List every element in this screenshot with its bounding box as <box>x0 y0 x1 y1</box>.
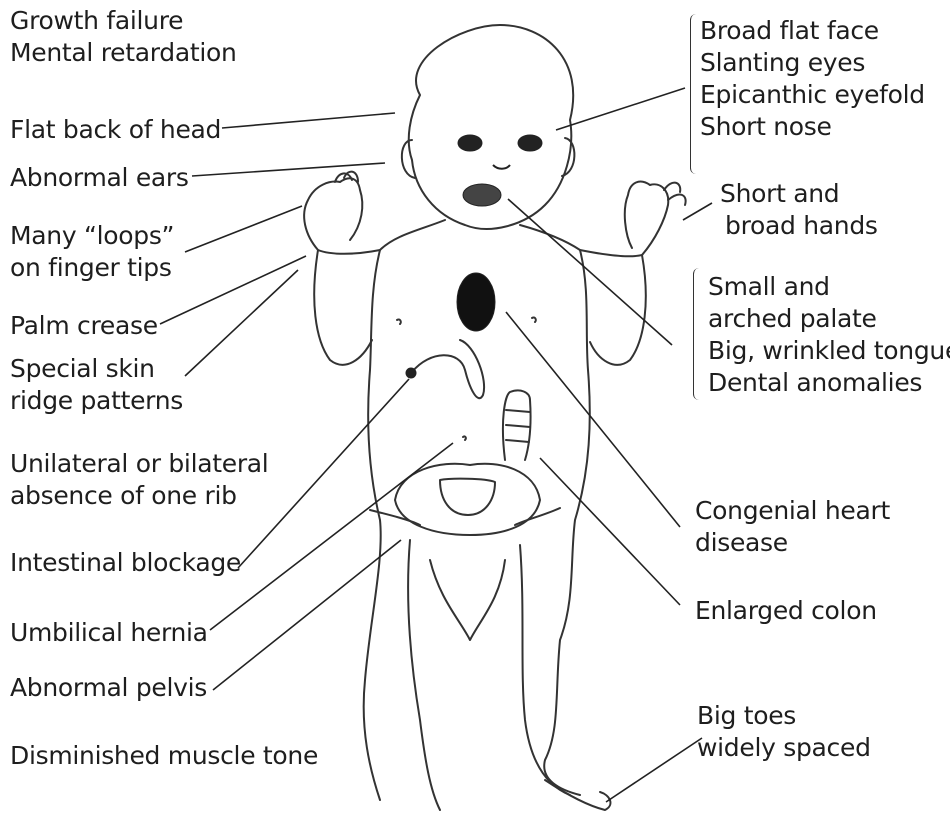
heart <box>457 273 495 331</box>
right-arm <box>580 250 646 365</box>
label-special-skin-line2: ridge patterns <box>10 385 183 417</box>
left-eye <box>458 135 482 151</box>
label-mental-retardation: Mental retardation <box>10 37 237 69</box>
label-muscle-tone: Disminished muscle tone <box>10 740 318 772</box>
label-heart-line2: disease <box>695 527 890 559</box>
label-abnormal-ears: Abnormal ears <box>10 162 189 194</box>
leader-hands <box>683 203 712 220</box>
label-rib-line2: absence of one rib <box>10 480 268 512</box>
label-many-loops: Many “loops” on finger tips <box>10 220 174 284</box>
navel <box>463 436 466 440</box>
leader-palm-crease <box>160 256 306 324</box>
label-many-loops-line1: Many “loops” <box>10 220 174 252</box>
label-growth-mental: Growth failure Mental retardation <box>10 5 237 69</box>
label-short-nose: Short nose <box>700 111 925 143</box>
right-leg <box>520 545 570 795</box>
label-big-wrinkled-tongue: Big, wrinkled tongue <box>708 335 950 367</box>
label-hands-line2: broad hands <box>720 210 878 242</box>
label-arched-palate: arched palate <box>708 303 950 335</box>
label-heart-line1: Congenial heart <box>695 495 890 527</box>
right-eye <box>518 135 542 151</box>
label-special-skin-line1: Special skin <box>10 353 183 385</box>
label-toes-line2: widely spaced <box>697 732 871 764</box>
colon-rings <box>506 410 530 442</box>
leader-tongue <box>508 199 672 345</box>
label-enlarged-colon: Enlarged colon <box>695 595 877 627</box>
pelvis-inner <box>440 479 495 515</box>
label-many-loops-line2: on finger tips <box>10 252 174 284</box>
label-hands-line1: Short and <box>720 178 878 210</box>
nose <box>493 165 510 169</box>
leader-flat-back <box>222 113 395 128</box>
mouth-tongue <box>463 184 501 206</box>
leader-loops <box>185 206 302 252</box>
label-intestinal-blockage: Intestinal blockage <box>10 547 241 579</box>
label-toes-line1: Big toes <box>697 700 871 732</box>
label-umbilical-hernia: Umbilical hernia <box>10 617 208 649</box>
right-hand <box>625 182 668 255</box>
leader-colon <box>540 458 680 605</box>
left-leg <box>408 540 440 810</box>
face-bracket <box>690 14 697 174</box>
label-small-and: Small and <box>708 271 950 303</box>
label-toes: Big toes widely spaced <box>697 700 871 764</box>
label-slanting-eyes: Slanting eyes <box>700 47 925 79</box>
label-face-features: Broad flat face Slanting eyes Epicanthic… <box>700 15 925 143</box>
leader-heart <box>506 312 680 527</box>
label-heart: Congenial heart disease <box>695 495 890 559</box>
label-growth-failure: Growth failure <box>10 5 237 37</box>
leader-face <box>556 88 685 130</box>
intestine <box>412 340 484 398</box>
label-rib: Unilateral or bilateral absence of one r… <box>10 448 268 512</box>
leg-inner <box>430 560 505 640</box>
intestine-blockage-dot <box>406 368 416 378</box>
mouth-bracket <box>693 268 700 400</box>
label-broad-flat-face: Broad flat face <box>700 15 925 47</box>
label-epicanthic-eyefold: Epicanthic eyefold <box>700 79 925 111</box>
label-dental-anomalies: Dental anomalies <box>708 367 950 399</box>
label-rib-line1: Unilateral or bilateral <box>10 448 268 480</box>
label-palm-crease: Palm crease <box>10 310 158 342</box>
label-abnormal-pelvis: Abnormal pelvis <box>10 672 207 704</box>
left-hand <box>304 178 362 250</box>
label-mouth-features: Small and arched palate Big, wrinkled to… <box>708 271 950 399</box>
torso-outline <box>364 220 445 800</box>
label-hands: Short and broad hands <box>720 178 878 242</box>
label-special-skin: Special skin ridge patterns <box>10 353 183 417</box>
label-flat-back-of-head: Flat back of head <box>10 114 221 146</box>
leader-toes <box>606 738 702 802</box>
